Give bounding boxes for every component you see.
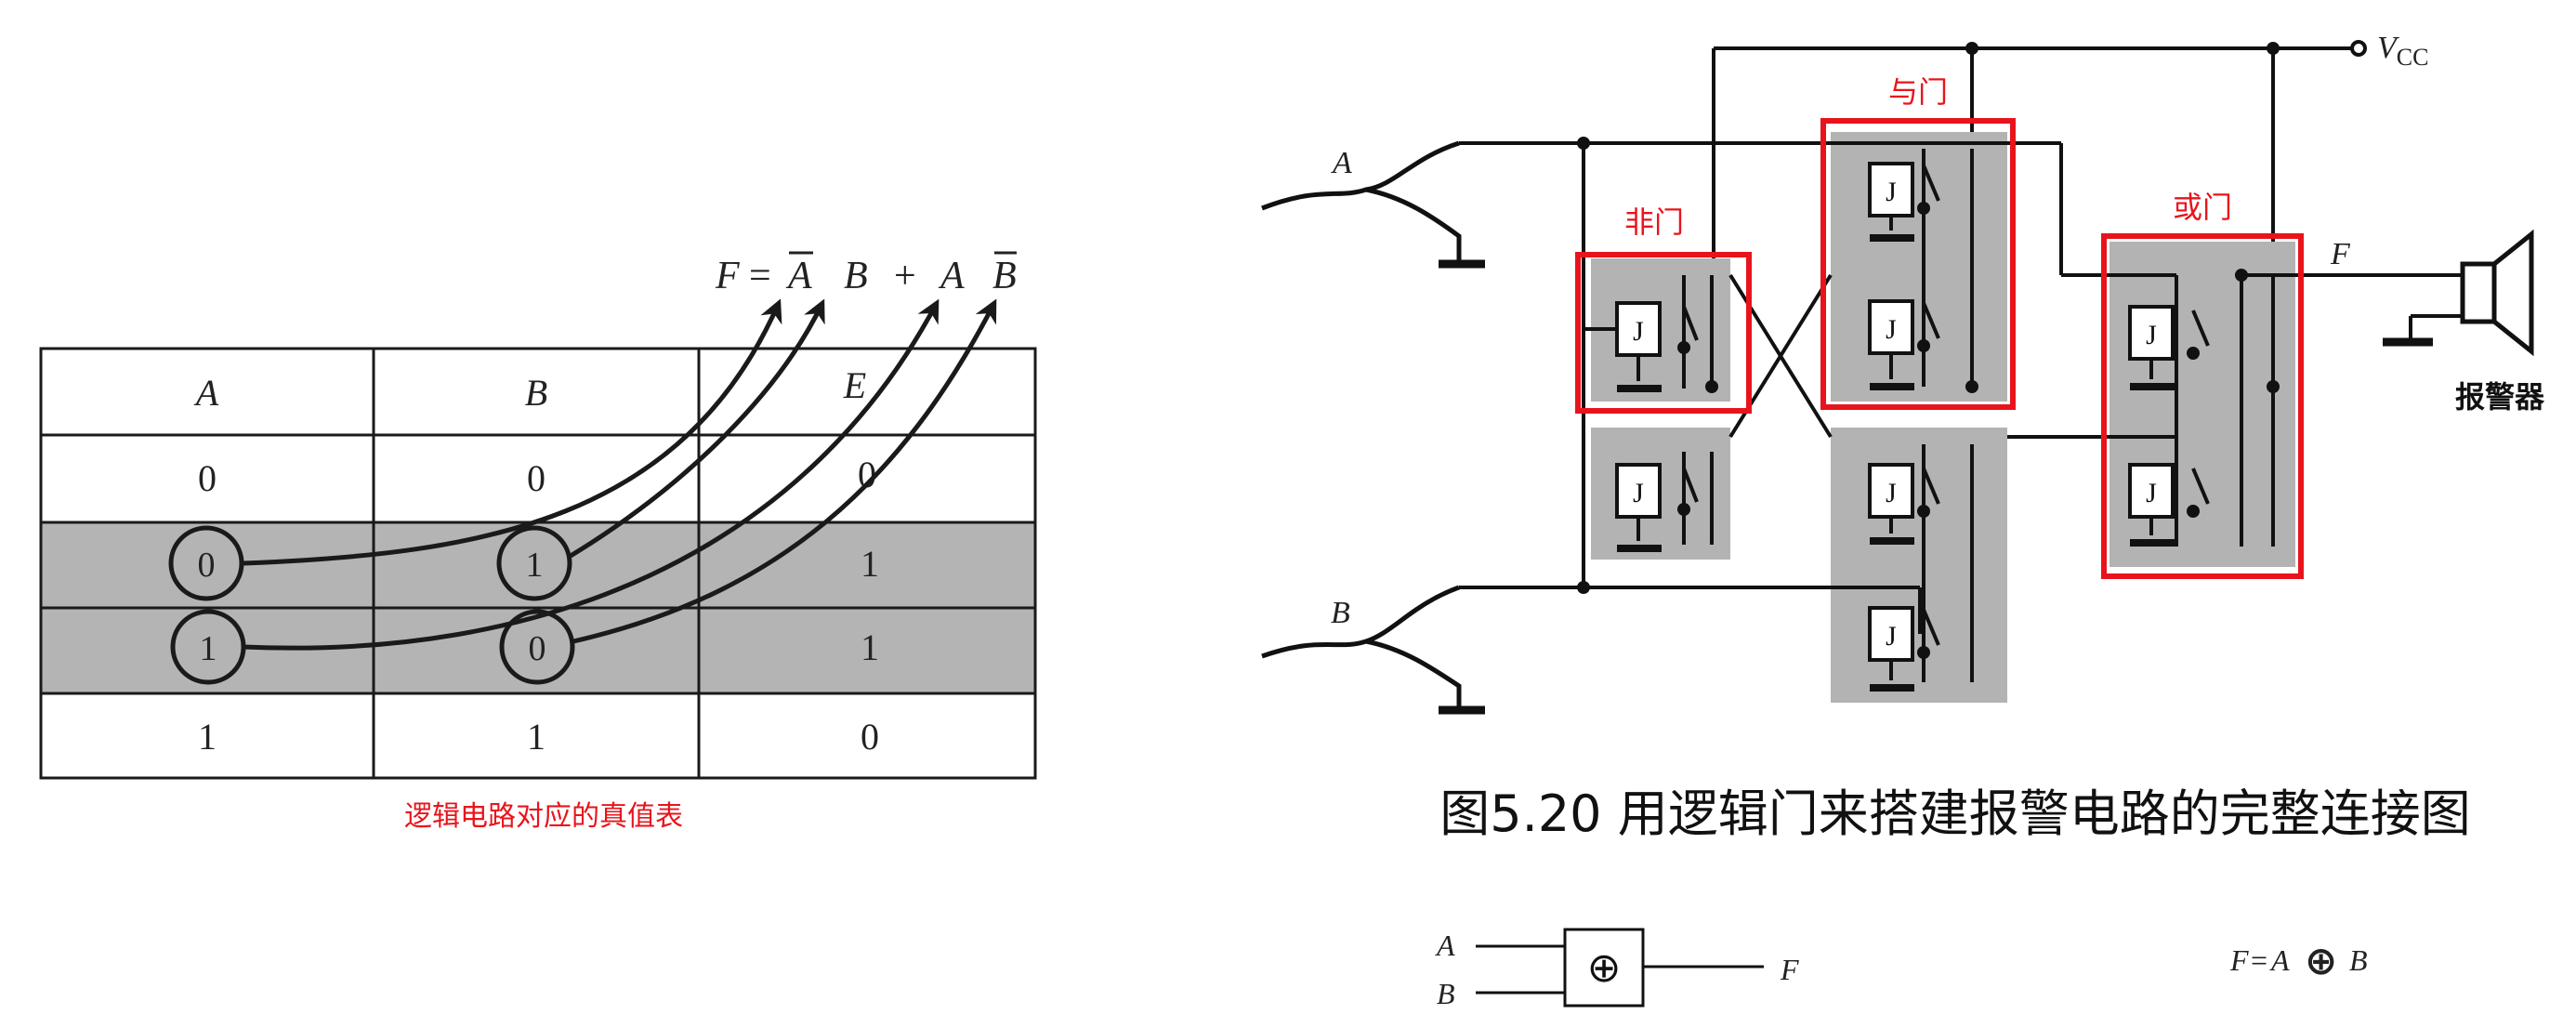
and-gate-label: 与门 (1888, 74, 1948, 110)
formula-a: A (938, 255, 965, 297)
ground-symbols (1439, 259, 2433, 715)
truth-table: A B E 0 0 0 0 1 1 1 0 1 1 1 0 F = (39, 251, 1037, 833)
table-cell: 1 (200, 629, 217, 668)
circle-mark (499, 609, 575, 685)
module-and-2 (1831, 428, 2007, 703)
circle-mark (496, 525, 572, 601)
svg-text:J: J (1886, 314, 1897, 345)
xor-input-a: A (1435, 929, 1455, 962)
highlight-not-gate (1575, 252, 1752, 414)
circle-mark (168, 525, 244, 601)
xor-formula-eq: = (2251, 943, 2267, 977)
arrow-b (569, 298, 825, 559)
relay-coil: J (1615, 463, 1662, 552)
formula: F = A B + A B (715, 251, 1017, 297)
arrow-a (243, 298, 940, 651)
svg-text:J: J (1633, 478, 1644, 508)
arrow-a-bar (243, 298, 782, 566)
formula-eq: = (749, 255, 771, 297)
gate-highlights (1575, 118, 2304, 579)
relay-coil: J (1868, 162, 1914, 242)
xor-input-b: B (1437, 977, 1455, 1010)
relay-coil: J (2128, 463, 2175, 547)
alarm-circuit: VCC J J J (1261, 31, 2545, 843)
relay-modules (1591, 132, 2295, 703)
svg-text:J: J (1886, 177, 1897, 207)
junction-dots (1577, 42, 2280, 594)
formula-b-bar: B (992, 255, 1017, 297)
highlight-and-gate (1820, 118, 2016, 410)
xor-output: F (1780, 953, 1799, 986)
alarm-label: 报警器 (2455, 379, 2545, 415)
xor-gate-box (1563, 928, 1645, 1008)
svg-text:J: J (2146, 320, 2157, 350)
table-cell: 0 (861, 716, 879, 758)
table-header-a: A (193, 372, 219, 414)
table-header-b: B (525, 372, 547, 414)
formula-b: B (844, 255, 868, 297)
arrow-b-bar (572, 298, 997, 644)
or-gate-label: 或门 (2173, 190, 2232, 225)
table-cell: 1 (527, 716, 545, 758)
vcc-label: VCC (2377, 31, 2428, 71)
xor-formula: F = A ⊕ B (2229, 938, 2368, 983)
input-leads (1261, 140, 1462, 708)
table-cell: 0 (198, 457, 217, 499)
table-cell: 0 (527, 457, 545, 499)
vcc-terminal (2350, 40, 2367, 57)
xor-formula-op: ⊕ (2305, 938, 2337, 983)
svg-text:J: J (1886, 478, 1897, 508)
module-and-1 (1831, 132, 2007, 402)
table-header-e: E (843, 364, 866, 406)
not-gate-label: 非门 (1624, 204, 1684, 240)
relay-coil: J (1868, 463, 1914, 545)
output-f-label: F (2330, 237, 2351, 271)
relay-coil: J (1868, 299, 1914, 390)
relay-coil: J (2128, 305, 2175, 390)
highlight-or-gate (2101, 233, 2304, 579)
svg-text:J: J (1886, 621, 1897, 652)
table-cell: 0 (858, 454, 876, 495)
relay-coil: J (1868, 606, 1914, 692)
svg-text:J: J (1633, 316, 1644, 347)
input-a-label: A (1331, 146, 1352, 180)
truth-table-caption: 逻辑电路对应的真值表 (404, 800, 683, 833)
table-cell: 1 (861, 626, 879, 668)
xor-glyph: ⊕ (1587, 944, 1622, 992)
xor-formula-lhs: F (2229, 943, 2249, 977)
xor-formula-a: A (2269, 943, 2290, 977)
relay-coils: J J J J (1615, 162, 2175, 692)
table-border (39, 347, 1037, 780)
table-cell: 0 (529, 629, 546, 668)
table-cell: 1 (526, 546, 544, 585)
input-b-label: B (1331, 596, 1350, 630)
relay-coil: J (1615, 301, 1662, 392)
formula-a-bar: A (785, 255, 812, 297)
formula-plus: + (894, 255, 916, 297)
formula-lhs: F (715, 255, 740, 297)
mapping-arrows (243, 298, 997, 651)
alarm-speaker-icon (2460, 229, 2534, 357)
table-cell: 1 (861, 543, 879, 585)
xor-gate-symbol: ⊕ A B F (1435, 928, 1799, 1010)
table-cell: 1 (198, 716, 217, 758)
switch-contacts (1677, 165, 2210, 659)
table-cell: 0 (198, 546, 216, 585)
circuit-caption: 图5.20 用逻辑门来搭建报警电路的完整连接图 (1439, 784, 2470, 843)
svg-text:J: J (2146, 478, 2157, 508)
xor-formula-b: B (2349, 943, 2368, 977)
